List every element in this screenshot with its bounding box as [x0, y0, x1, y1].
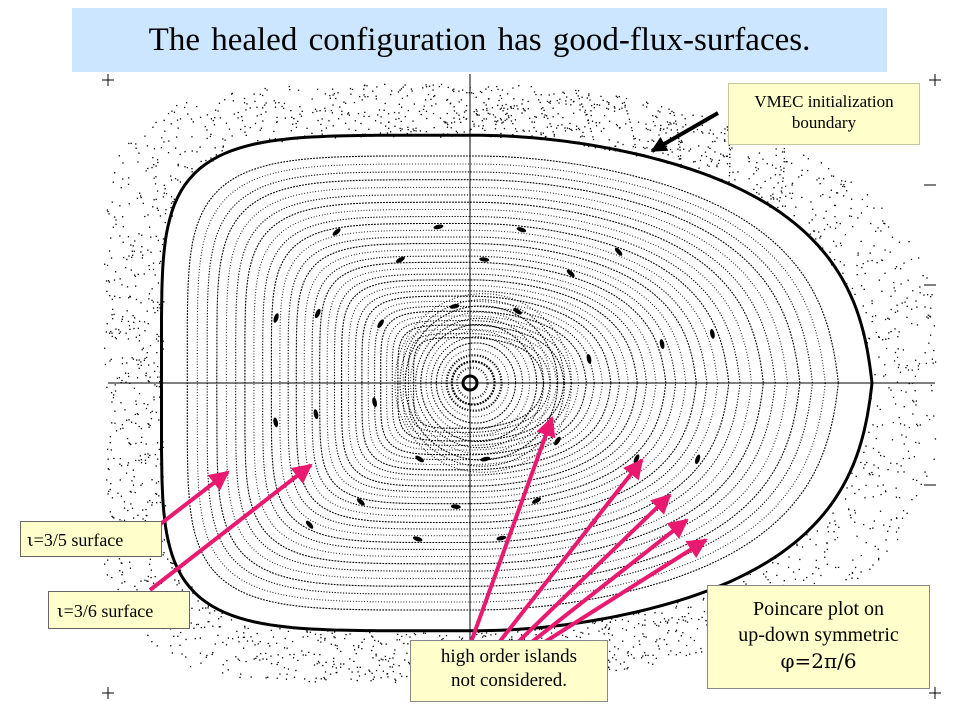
island-mark — [332, 228, 341, 236]
plot-axes — [102, 74, 941, 700]
island-arrow-5 — [538, 538, 708, 647]
islands-line1: high order islands — [440, 646, 578, 667]
island-mark — [449, 304, 460, 309]
island-mark — [433, 224, 444, 230]
island-mark — [377, 319, 384, 329]
island-mark — [313, 409, 319, 420]
island-mark — [480, 456, 491, 462]
island-mark — [586, 353, 592, 364]
iota-symbol: ι — [27, 531, 34, 551]
island-chains — [273, 224, 715, 542]
vmec-label-line2: boundary — [791, 113, 857, 133]
islands-label: high order islands not considered. — [410, 640, 608, 702]
vmec-boundary-label: VMEC initialization boundary — [728, 83, 920, 145]
island-mark — [516, 227, 527, 233]
surface-36-label: ι=3/6 surface — [48, 591, 190, 629]
surface-35-text: =3/5 surface — [33, 530, 124, 550]
vmec-label-line1: VMEC initialization — [754, 92, 894, 111]
island-arrow-1 — [468, 416, 556, 646]
island-mark — [566, 269, 575, 278]
island-mark — [554, 436, 561, 446]
iota-symbol: ι — [57, 602, 64, 622]
island-mark — [496, 535, 507, 541]
island-arrow-4 — [526, 518, 689, 647]
poincare-label: Poincare plot on up-down symmetric φ=2π/… — [707, 585, 930, 689]
island-mark — [532, 497, 541, 504]
magnetic-axis — [461, 374, 479, 392]
island-mark — [372, 397, 377, 408]
island-mark — [356, 498, 365, 506]
poincare-line2: up-down symmetric — [738, 624, 899, 646]
island-mark — [694, 454, 701, 465]
island-arrow-3 — [513, 493, 672, 647]
surface-36-text: =3/6 surface — [63, 601, 154, 621]
island-mark — [614, 247, 623, 256]
surface-35-arrow — [148, 470, 230, 534]
island-mark — [412, 536, 423, 542]
island-mark — [415, 455, 424, 463]
island-mark — [659, 339, 665, 350]
poincare-line1: Poincare plot on — [752, 598, 885, 620]
surface-35-label: ι=3/5 surface — [20, 521, 162, 557]
surface-36-arrow — [148, 463, 313, 592]
page-title: The healed configuration has good-flux-s… — [148, 21, 811, 58]
vmec-arrow — [650, 111, 719, 153]
island-mark — [479, 257, 490, 262]
island-mark — [305, 520, 314, 529]
island-mark — [513, 307, 522, 315]
island-mark — [710, 328, 715, 339]
poincare-line3: φ=2π/6 — [780, 649, 857, 673]
island-mark — [273, 417, 279, 428]
island-mark — [395, 256, 405, 263]
vmec-boundary-curve — [159, 133, 874, 633]
island-mark — [450, 504, 461, 509]
title-banner: The healed configuration has good-flux-s… — [72, 8, 887, 72]
island-mark — [314, 308, 321, 319]
island-mark — [273, 313, 279, 323]
island-arrow-2 — [495, 458, 644, 647]
islands-line2: not considered. — [450, 669, 568, 691]
